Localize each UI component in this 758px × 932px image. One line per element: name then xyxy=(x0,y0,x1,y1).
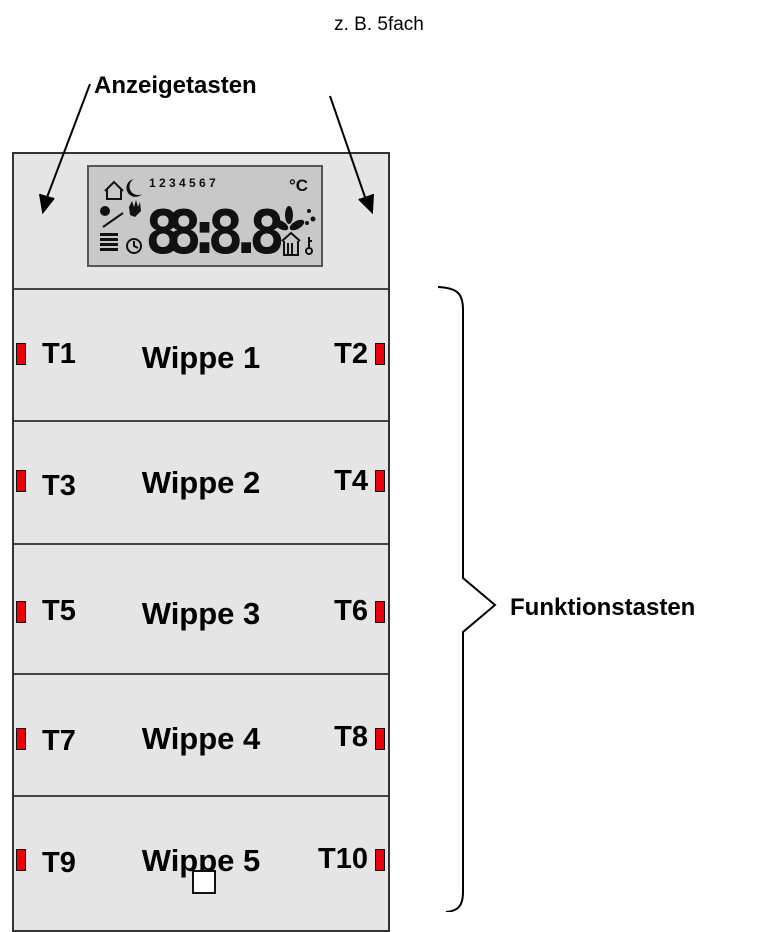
alignment-marker xyxy=(192,870,216,894)
button-t2-label[interactable]: T2 xyxy=(334,338,368,370)
button-t7-label[interactable]: T7 xyxy=(42,725,76,757)
rocker-1[interactable]: T1 Wippe 1 T2 xyxy=(14,288,388,422)
button-t5-label[interactable]: T5 xyxy=(42,595,76,627)
display-buttons-label: Anzeigetasten xyxy=(94,72,257,99)
rocker-3[interactable]: T5 Wippe 3 T6 xyxy=(14,545,388,675)
display-area: 1 2 3 4 5 6 7 °C xyxy=(14,154,388,290)
rocker-3-label: Wippe 3 xyxy=(141,596,261,631)
fan-icon xyxy=(273,206,305,231)
led-t4 xyxy=(375,470,385,492)
led-t1 xyxy=(16,343,26,365)
clock-icon xyxy=(126,238,142,254)
led-t10 xyxy=(375,849,385,871)
led-t2 xyxy=(375,343,385,365)
rocker-1-label: Wippe 1 xyxy=(141,340,261,375)
button-t8-label[interactable]: T8 xyxy=(334,721,368,753)
led-t7 xyxy=(16,728,26,750)
arrow-left xyxy=(39,83,91,215)
button-t10-label[interactable]: T10 xyxy=(318,843,368,875)
key-icon xyxy=(305,237,313,255)
led-t3 xyxy=(16,470,26,492)
humidity-icon xyxy=(305,209,316,225)
button-t6-label[interactable]: T6 xyxy=(334,595,368,627)
day-digits: 1 2 3 4 5 6 7 xyxy=(149,176,216,190)
led-t6 xyxy=(375,601,385,623)
building-icon xyxy=(281,231,301,256)
segment-display: 88:8.8 xyxy=(145,198,285,265)
button-t1-label[interactable]: T1 xyxy=(42,338,76,370)
rocker-2[interactable]: T3 Wippe 2 T4 xyxy=(14,422,388,545)
button-t3-label[interactable]: T3 xyxy=(42,470,76,502)
button-t4-label[interactable]: T4 xyxy=(334,465,368,497)
sun-icon xyxy=(100,206,110,216)
arrow-right xyxy=(329,95,374,215)
button-t9-label[interactable]: T9 xyxy=(42,847,76,879)
function-buttons-brace xyxy=(437,286,497,912)
lcd-display: 1 2 3 4 5 6 7 °C xyxy=(87,165,323,267)
rocker-4-label: Wippe 4 xyxy=(141,721,261,756)
caption: z. B. 5fach xyxy=(334,14,424,35)
rocker-2-label: Wippe 2 xyxy=(141,465,261,500)
function-buttons-label: Funktionstasten xyxy=(510,594,696,621)
led-t9 xyxy=(16,849,26,871)
hand-icon xyxy=(129,200,141,217)
moon-icon xyxy=(126,179,142,197)
rocker-4[interactable]: T7 Wippe 4 T8 xyxy=(14,675,388,797)
led-t5 xyxy=(16,601,26,623)
led-t8 xyxy=(375,728,385,750)
heating-icon xyxy=(100,233,118,251)
celsius-unit: °C xyxy=(289,176,308,195)
mode-slash-icon xyxy=(102,212,124,228)
push-button-device: 1 2 3 4 5 6 7 °C xyxy=(12,152,390,932)
house-icon xyxy=(104,180,124,200)
